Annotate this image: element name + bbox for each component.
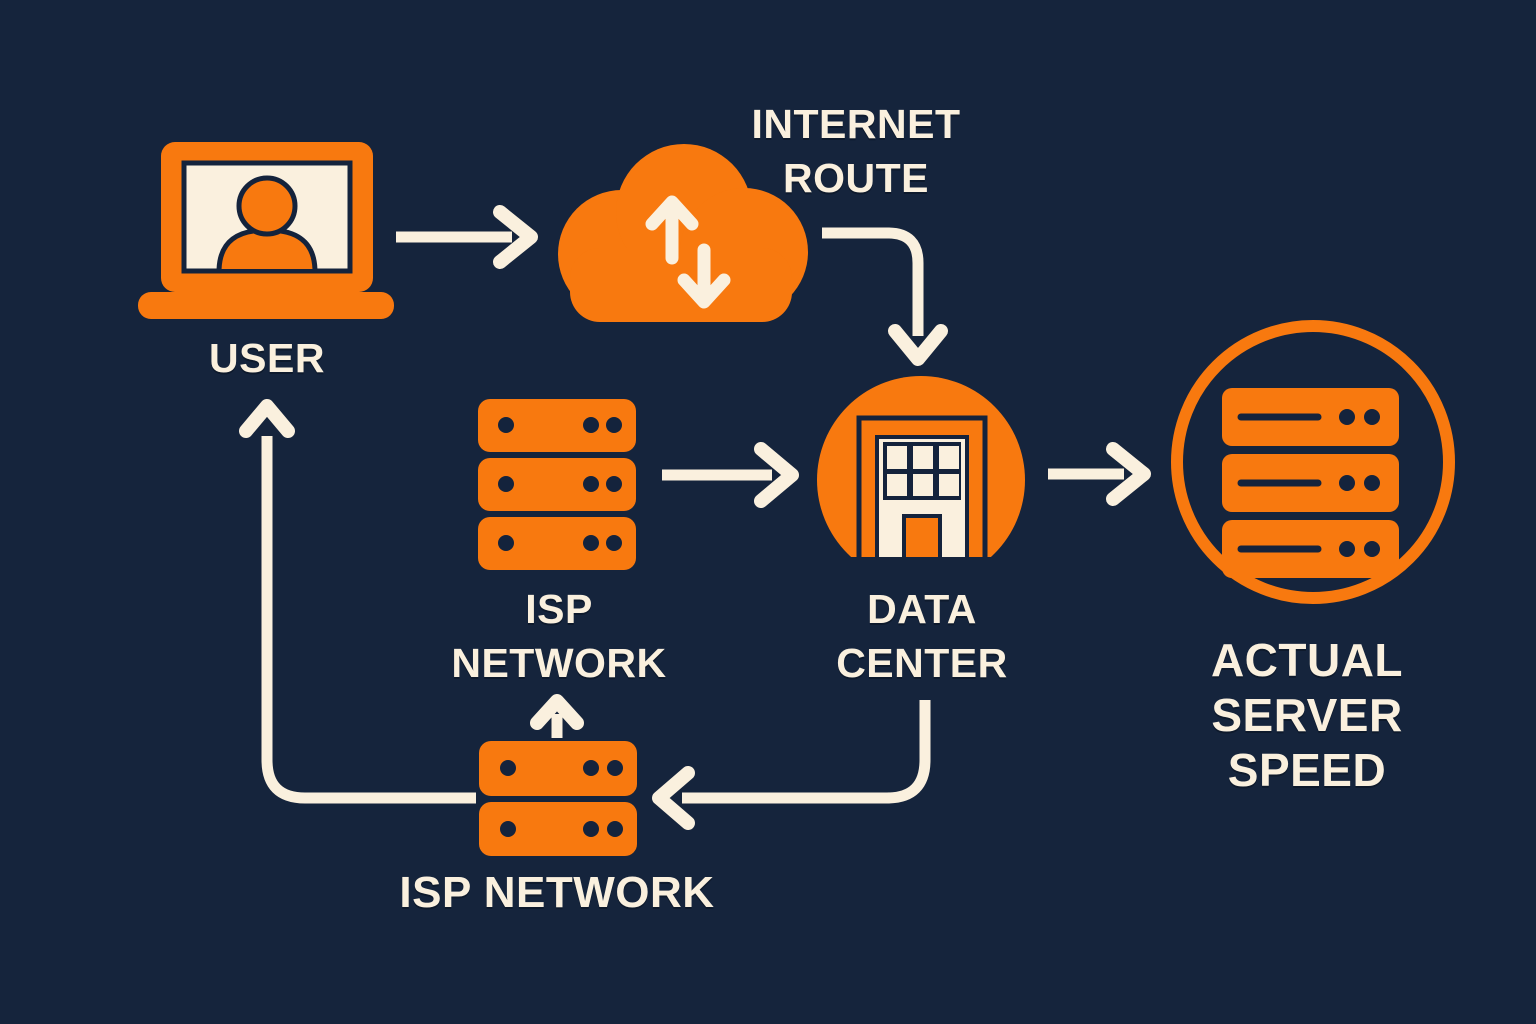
building-circle-icon xyxy=(817,376,1025,557)
server-stack-3-icon xyxy=(478,399,636,570)
upload-arrow-icon xyxy=(645,195,699,265)
building-door xyxy=(902,514,942,557)
laptop-user-icon xyxy=(138,142,394,319)
building-windows xyxy=(883,442,961,500)
data-center-label: DATA CENTER xyxy=(836,586,1008,687)
internet-route-label: INTERNET ROUTE xyxy=(751,101,961,202)
download-arrow-icon xyxy=(677,243,731,309)
laptop-base xyxy=(138,292,394,319)
isp-network-mid-label: ISP NETWORK xyxy=(451,586,667,687)
arrow-isp-bottom-to-isp-mid xyxy=(530,694,584,738)
actual-server-speed-label: ACTUAL SERVER SPEED xyxy=(1210,634,1404,797)
person-icon xyxy=(216,175,318,269)
user-label: USER xyxy=(209,335,325,381)
arrow-data-center-to-isp-network-bottom xyxy=(652,700,931,830)
server-rack-ring-icon xyxy=(1171,320,1455,604)
speed-ring xyxy=(1171,320,1455,604)
arrow-data-center-to-server-speed xyxy=(1048,442,1151,506)
building-frame xyxy=(856,415,988,557)
server-stack-2-icon xyxy=(479,741,637,856)
cloud-upload-download-icon xyxy=(558,144,808,322)
arrow-user-to-internet-route xyxy=(396,205,538,269)
arrow-isp-bottom-to-user xyxy=(239,399,476,804)
isp-network-bottom-label: ISP NETWORK xyxy=(399,868,715,917)
arrow-internet-route-to-data-center xyxy=(822,227,948,366)
arrow-isp-network-to-data-center xyxy=(662,442,799,508)
